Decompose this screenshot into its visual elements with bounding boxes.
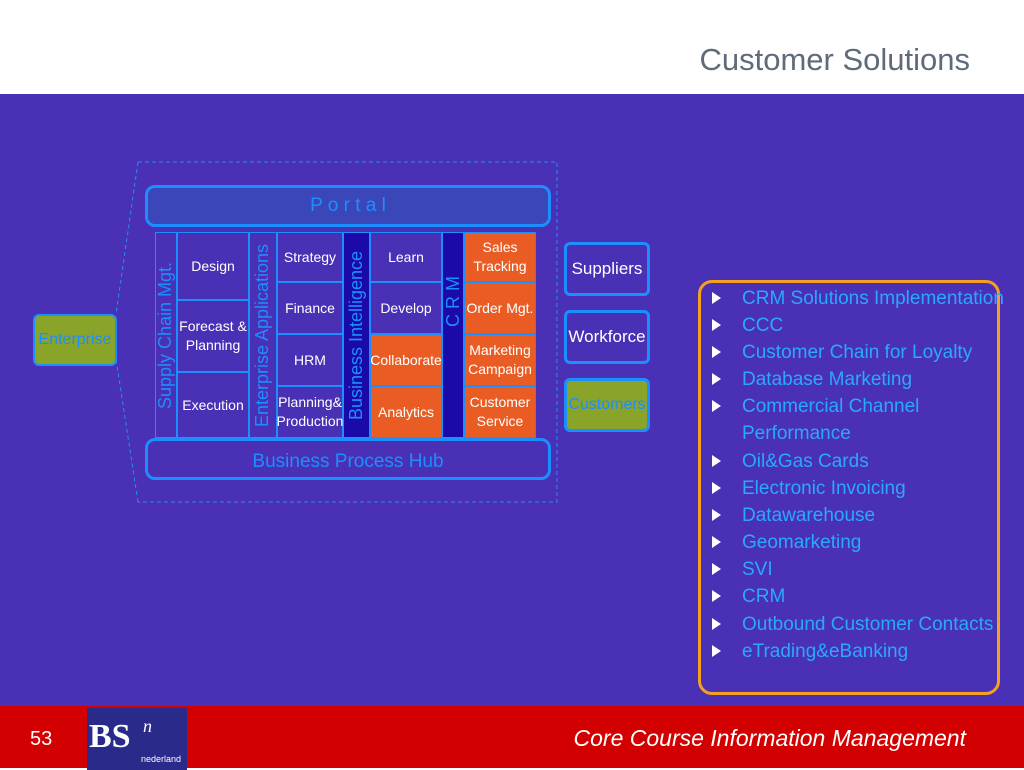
enterprise-box: Enterprise xyxy=(33,314,117,366)
supply-cell-execution: Execution xyxy=(177,372,249,438)
crm-cell-marketing: Marketing Campaign xyxy=(464,334,536,386)
bullet-arrow-icon xyxy=(712,292,721,304)
bullet-arrow-icon xyxy=(712,373,721,385)
slide-title: Customer Solutions xyxy=(699,42,970,77)
crm-cell-sales: Sales Tracking xyxy=(464,232,536,282)
app-cell-planning: Planning& Production xyxy=(277,386,343,438)
supply-cell-forecast: Forecast & Planning xyxy=(177,300,249,372)
bullet-arrow-icon xyxy=(712,509,721,521)
workforce-label: Workforce xyxy=(568,326,646,346)
bullet-arrow-icon xyxy=(712,618,721,630)
bullet-arrow-icon xyxy=(712,590,721,602)
app-cell-label: Strategy xyxy=(283,248,337,265)
crm-cell-label: Order Mgt. xyxy=(466,299,534,316)
logo-bs-text: BS xyxy=(89,718,131,755)
customers-label: Customers xyxy=(568,396,646,414)
app-cell-label: Finance xyxy=(285,299,335,316)
bullet-arrow-icon xyxy=(712,536,721,548)
bullet-arrow-icon xyxy=(712,455,721,467)
bullet-arrow-icon xyxy=(712,645,721,657)
customers-box: Customers xyxy=(564,378,650,432)
crm-cell-order: Order Mgt. xyxy=(464,282,536,334)
enterprise-apps-label: Enterprise Applications xyxy=(252,243,273,427)
app-cell-finance: Finance xyxy=(277,282,343,334)
crm-cell-label: Sales Tracking xyxy=(473,239,527,274)
bullet-arrow-icon xyxy=(712,319,721,331)
enterprise-apps-header: Enterprise Applications xyxy=(249,232,277,438)
slide-header: Customer Solutions xyxy=(0,0,1024,94)
suppliers-box: Suppliers xyxy=(564,242,650,296)
crm-cell-label: Marketing Campaign xyxy=(468,342,532,377)
bullet-arrow-icon xyxy=(712,563,721,575)
supply-chain-label: Supply Chain Mgt. xyxy=(155,261,176,409)
enterprise-label: Enterprise xyxy=(38,331,112,349)
supply-cell-design: Design xyxy=(177,232,249,300)
supply-cell-label: Design xyxy=(191,257,235,274)
app-cell-label: HRM xyxy=(294,351,326,368)
bi-cell-label: Learn xyxy=(388,248,424,265)
bi-label: Business Intelligence xyxy=(346,250,367,420)
bullet-arrow-icon xyxy=(712,346,721,358)
workforce-box: Workforce xyxy=(564,310,650,364)
supply-cell-label: Forecast & Planning xyxy=(179,318,247,353)
bullet-arrow-icon xyxy=(712,482,721,494)
bi-header: Business Intelligence xyxy=(343,232,370,438)
app-cell-strategy: Strategy xyxy=(277,232,343,282)
bullet-arrow-icon xyxy=(712,400,721,412)
bi-cell-label: Collaborate xyxy=(370,351,442,368)
process-hub-label: Business Process Hub xyxy=(252,451,444,472)
bi-cell-develop: Develop xyxy=(370,282,442,334)
bi-cell-learn: Learn xyxy=(370,232,442,282)
bi-cell-analytics: Analytics xyxy=(370,386,442,438)
supply-cell-label: Execution xyxy=(182,396,244,413)
logo-n-text: n xyxy=(143,716,152,736)
bi-cell-label: Analytics xyxy=(377,403,435,420)
bi-cell-collaborate: Collaborate xyxy=(370,334,442,386)
app-cell-label: Planning& Production xyxy=(276,394,344,429)
crm-header: C R M xyxy=(442,232,464,438)
slide-body: P o r t a l Business Process Hub Enterpr… xyxy=(0,94,1024,706)
crm-cell-label: Customer Service xyxy=(469,394,531,429)
crm-cell-service: Customer Service xyxy=(464,386,536,438)
suppliers-label: Suppliers xyxy=(571,258,643,278)
page-number: 53 xyxy=(30,728,53,750)
bsn-logo: BS n nederland xyxy=(87,708,187,770)
app-cell-hrm: HRM xyxy=(277,334,343,386)
portal-label: P o r t a l xyxy=(310,195,386,217)
supply-chain-header: Supply Chain Mgt. xyxy=(155,232,177,438)
slide-footer: 53 BS n nederland Core Course Informatio… xyxy=(0,706,1024,770)
dashed-frame xyxy=(115,161,558,503)
solutions-list-box xyxy=(698,280,1000,695)
course-title: Core Course Information Management xyxy=(573,725,966,751)
bi-cell-label: Develop xyxy=(380,299,432,316)
portal-bar: P o r t a l xyxy=(145,185,551,227)
crm-label: C R M xyxy=(442,276,463,327)
process-hub-bar: Business Process Hub xyxy=(145,438,551,480)
logo-sub-text: nederland xyxy=(141,754,182,764)
